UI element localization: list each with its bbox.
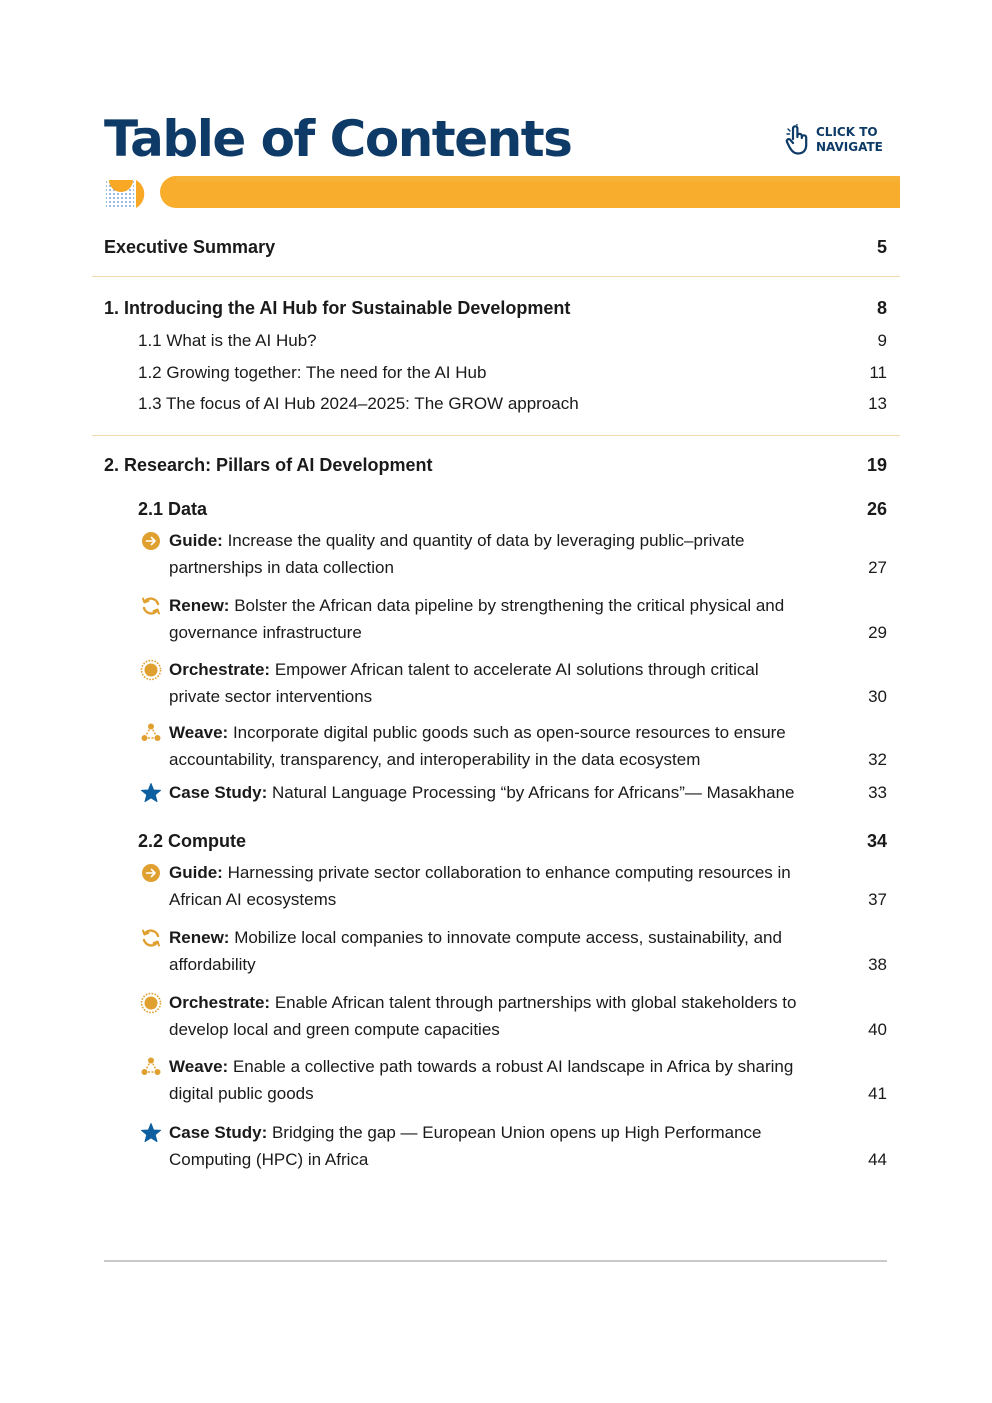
toc-entry-data-guide[interactable]: Guide: Increase the quality and quantity…: [138, 527, 887, 581]
sun-icon: [138, 989, 169, 1016]
toc-label: 2. Research: Pillars of AI Development: [104, 455, 433, 475]
star-icon: [138, 1119, 169, 1146]
item-keyword: Case Study:: [169, 783, 268, 802]
toc-page: 34: [866, 831, 887, 851]
toc-entry-compute-case-study[interactable]: Case Study: Bridging the gap — European …: [138, 1119, 887, 1173]
toc-entry-data-renew[interactable]: Renew: Bolster the African data pipeline…: [138, 592, 887, 646]
arrow-circle-icon: [138, 527, 169, 554]
item-text: Natural Language Processing “by Africans…: [267, 783, 795, 802]
toc-entry-chapter-1[interactable]: 1. Introducing the AI Hub for Sustainabl…: [104, 295, 887, 322]
toc-entry-data-orchestrate[interactable]: Orchestrate: Empower African talent to a…: [138, 656, 887, 710]
toc-entry-section-2-1[interactable]: 2.1 Data 26: [138, 496, 887, 523]
item-text: Mobilize local companies to innovate com…: [169, 928, 782, 974]
star-icon: [138, 779, 169, 806]
item-keyword: Weave:: [169, 1057, 229, 1076]
item-keyword: Orchestrate:: [169, 993, 271, 1012]
toc-label: 1. Introducing the AI Hub for Sustainabl…: [104, 298, 571, 318]
toc-page: 11: [869, 363, 887, 382]
toc-page: 33: [868, 783, 887, 802]
sun-icon: [138, 656, 169, 683]
decorative-banner: [106, 176, 900, 208]
toc-page: 13: [868, 394, 887, 413]
toc-page: 37: [868, 890, 887, 909]
toc-page: 5: [876, 237, 887, 257]
toc-page: 26: [866, 499, 887, 519]
toc-page: 29: [868, 623, 887, 642]
item-text: Enable African talent through partnershi…: [169, 993, 797, 1039]
toc-entry-data-case-study[interactable]: Case Study: Natural Language Processing …: [138, 779, 887, 806]
toc-entry-section-1-1[interactable]: 1.1 What is the AI Hub? 9: [138, 327, 887, 354]
item-text: Incorporate digital public goods such as…: [169, 723, 786, 769]
toc-page: 32: [868, 750, 887, 769]
divider: [92, 276, 900, 277]
nav-hint-line1: CLICK TO: [816, 125, 878, 139]
toc-entry-section-1-3[interactable]: 1.3 The focus of AI Hub 2024–2025: The G…: [138, 390, 887, 417]
toc-entry-compute-guide[interactable]: Guide: Harnessing private sector collabo…: [138, 859, 887, 913]
toc-page: 41: [868, 1084, 887, 1103]
item-keyword: Renew:: [169, 928, 230, 947]
item-text: Empower African talent to accelerate AI …: [169, 660, 759, 706]
toc-entry-section-2-2[interactable]: 2.2 Compute 34: [138, 828, 887, 855]
toc-entry-data-weave[interactable]: Weave: Incorporate digital public goods …: [138, 719, 887, 773]
item-text: Bridging the gap — European Union opens …: [169, 1123, 762, 1169]
item-keyword: Guide:: [169, 531, 223, 550]
toc-label: 1.2 Growing together: The need for the A…: [138, 363, 487, 382]
refresh-circle-icon: [138, 592, 169, 619]
item-text: Increase the quality and quantity of dat…: [169, 531, 745, 577]
item-keyword: Case Study:: [169, 1123, 268, 1142]
toc-page: 19: [866, 455, 887, 475]
toc-label: 2.2 Compute: [138, 831, 247, 851]
network-icon: [138, 719, 169, 746]
page-title: Table of Contents: [104, 110, 573, 168]
toc-entry-compute-renew[interactable]: Renew: Mobilize local companies to innov…: [138, 924, 887, 978]
item-keyword: Orchestrate:: [169, 660, 271, 679]
arrow-circle-icon: [138, 859, 169, 886]
nav-hint-line2: NAVIGATE: [816, 140, 883, 154]
item-text: Harnessing private sector collaboration …: [169, 863, 791, 909]
toc-label: Executive Summary: [104, 237, 276, 257]
item-keyword: Weave:: [169, 723, 229, 742]
toc-page: 44: [868, 1150, 887, 1169]
toc-label: 1.1 What is the AI Hub?: [138, 331, 317, 350]
toc-entry-executive-summary[interactable]: Executive Summary 5: [104, 234, 887, 261]
item-text: Bolster the African data pipeline by str…: [169, 596, 785, 642]
toc-entry-compute-weave[interactable]: Weave: Enable a collective path towards …: [138, 1053, 887, 1107]
toc-page: 9: [877, 331, 887, 350]
toc-page: 30: [868, 687, 887, 706]
toc-page: 27: [868, 558, 887, 577]
pointing-hand-icon: [785, 124, 808, 155]
refresh-circle-icon: [138, 924, 169, 951]
toc-page: 38: [868, 955, 887, 974]
network-icon: [138, 1053, 169, 1080]
toc-entry-compute-orchestrate[interactable]: Orchestrate: Enable African talent throu…: [138, 989, 887, 1043]
toc-label: 2.1 Data: [138, 499, 208, 519]
toc-page: 8: [876, 298, 887, 318]
divider: [92, 435, 900, 436]
footer-divider: [104, 1260, 887, 1262]
item-text: Enable a collective path towards a robus…: [169, 1057, 794, 1103]
toc-entry-chapter-2[interactable]: 2. Research: Pillars of AI Development 1…: [104, 452, 887, 479]
item-keyword: Renew:: [169, 596, 230, 615]
toc-page: 40: [868, 1020, 887, 1039]
toc-entry-section-1-2[interactable]: 1.2 Growing together: The need for the A…: [138, 359, 887, 386]
item-keyword: Guide:: [169, 863, 223, 882]
click-to-navigate-hint: CLICK TO NAVIGATE: [784, 124, 896, 156]
toc-label: 1.3 The focus of AI Hub 2024–2025: The G…: [138, 394, 579, 413]
